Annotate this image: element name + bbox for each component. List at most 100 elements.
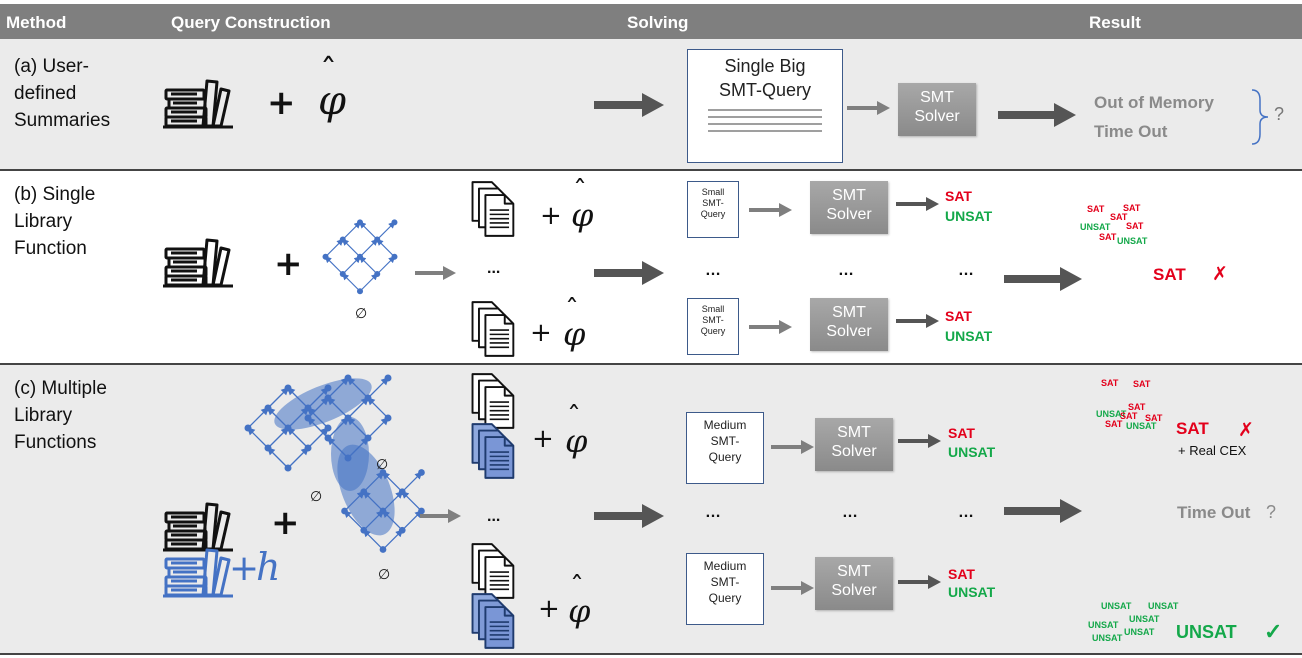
unsat-label: UNSAT <box>948 444 996 460</box>
scattered-sat: SAT <box>1133 379 1151 389</box>
arrow <box>896 197 939 211</box>
header-result: Result <box>1089 13 1141 32</box>
empty-set-symbol: ∅ <box>376 456 389 472</box>
library-books-blue-icon <box>160 542 236 598</box>
query-lines-icon <box>708 109 822 132</box>
row-a-results: Out of Memory Time Out <box>1094 88 1214 146</box>
ellipsis: … <box>958 504 974 521</box>
scattered-unsat: UNSAT <box>1092 633 1123 643</box>
query-title-line: Single Big <box>724 56 806 76</box>
ellipsis: ... <box>487 260 501 277</box>
scattered-unsat: UNSAT <box>1129 614 1160 624</box>
sat-label: SAT <box>948 425 975 441</box>
method-line: Summaries <box>14 110 111 131</box>
query-line: SMT- <box>702 315 724 325</box>
plus-sign: + <box>540 201 562 231</box>
result-time-out: Time Out <box>1094 122 1168 141</box>
plus-sign: + <box>271 503 300 543</box>
scattered-sat: SAT <box>1087 204 1105 214</box>
sat-label: SAT <box>948 566 975 582</box>
arrow <box>420 509 461 523</box>
phi: φ <box>563 315 586 353</box>
scattered-sat: SAT <box>1126 221 1144 231</box>
scattered-unsat: UNSAT <box>1126 421 1157 431</box>
query-line: Query <box>708 591 742 605</box>
arrow <box>749 203 792 217</box>
big-arrow <box>1004 267 1082 291</box>
row-divider <box>0 363 1302 365</box>
scattered-sat: SAT <box>1145 413 1163 423</box>
plus-sign: + <box>267 83 296 123</box>
scattered-unsat: UNSAT <box>1088 620 1119 630</box>
big-arrow <box>594 93 664 117</box>
query-line: Medium <box>703 418 747 432</box>
empty-set-symbol: ∅ <box>310 488 323 504</box>
library-books-icon <box>160 232 236 288</box>
scattered-unsat: UNSAT <box>1096 409 1127 419</box>
plus-blue: + <box>229 548 260 589</box>
query-line: Query <box>708 450 742 464</box>
scattered-sat: SAT <box>1128 402 1146 412</box>
method-line: (b) Single <box>14 184 96 205</box>
table-header: Method Query Construction Solving Result <box>0 4 1302 39</box>
unsat-label: UNSAT <box>945 208 993 224</box>
header-method: Method <box>6 13 67 32</box>
query-line: SMT- <box>710 575 740 589</box>
smt-solver-box: SMT Solver <box>810 181 888 234</box>
ellipsis: … <box>705 504 721 521</box>
empty-set-symbol: ∅ <box>355 305 368 321</box>
cross-icon: ✗ <box>1212 264 1228 285</box>
solver-line: Solver <box>826 206 872 223</box>
question-mark: ? <box>1274 104 1285 124</box>
solver-line: SMT <box>832 187 866 204</box>
scattered-sat: SAT <box>1120 411 1138 421</box>
hat: ˆ <box>570 570 584 603</box>
multi-lattice-diagram <box>238 366 438 586</box>
method-line: defined <box>14 83 77 104</box>
arrow <box>771 581 814 595</box>
scattered-sat: SAT <box>1105 419 1123 429</box>
question-mark: ? <box>1266 502 1277 522</box>
solver-line: SMT <box>832 304 866 321</box>
solver-line: Solver <box>831 443 877 460</box>
hat: ˆ <box>565 293 579 326</box>
solver-line: Solver <box>914 108 960 125</box>
query-line: SMT- <box>710 434 740 448</box>
scattered-unsat: UNSAT <box>1124 627 1155 637</box>
h-symbol: h <box>256 545 281 589</box>
result-sat: SAT <box>1153 265 1186 284</box>
library-books-icon <box>160 73 236 129</box>
query-line: Small <box>701 187 725 197</box>
scattered-sat: SAT <box>1099 232 1117 242</box>
small-smt-query-box: Small SMT- Query <box>687 181 739 238</box>
phi: φ <box>318 78 347 124</box>
check-icon: ✓ <box>1264 619 1283 644</box>
real-cex-label: + Real CEX <box>1178 443 1247 458</box>
smt-solver-box: SMT Solver <box>815 418 893 471</box>
ellipsis: … <box>705 262 721 279</box>
arrow <box>771 440 814 454</box>
header-query-construction: Query Construction <box>171 13 331 32</box>
method-line: Library <box>14 211 73 232</box>
method-line: Functions <box>14 432 97 453</box>
arrow <box>898 434 941 448</box>
documents-blue-icon <box>470 422 518 480</box>
scattered-unsat: UNSAT <box>1101 601 1132 611</box>
sat-label: SAT <box>945 188 972 204</box>
row-a-method: (a) User- defined Summaries <box>14 53 110 134</box>
result-time-out: Time Out <box>1177 503 1251 522</box>
sat-label: SAT <box>945 308 972 324</box>
scattered-unsat: UNSAT <box>1148 601 1179 611</box>
query-line: SMT- <box>702 198 724 208</box>
big-arrow <box>594 261 664 285</box>
medium-smt-query-box: Medium SMT- Query <box>686 553 764 625</box>
query-line: Query <box>700 209 726 219</box>
big-arrow <box>594 504 664 528</box>
medium-smt-query-box: Medium SMT- Query <box>686 412 764 484</box>
query-line: Query <box>700 326 726 336</box>
arrow <box>896 314 939 328</box>
scattered-sat: SAT <box>1123 203 1141 213</box>
